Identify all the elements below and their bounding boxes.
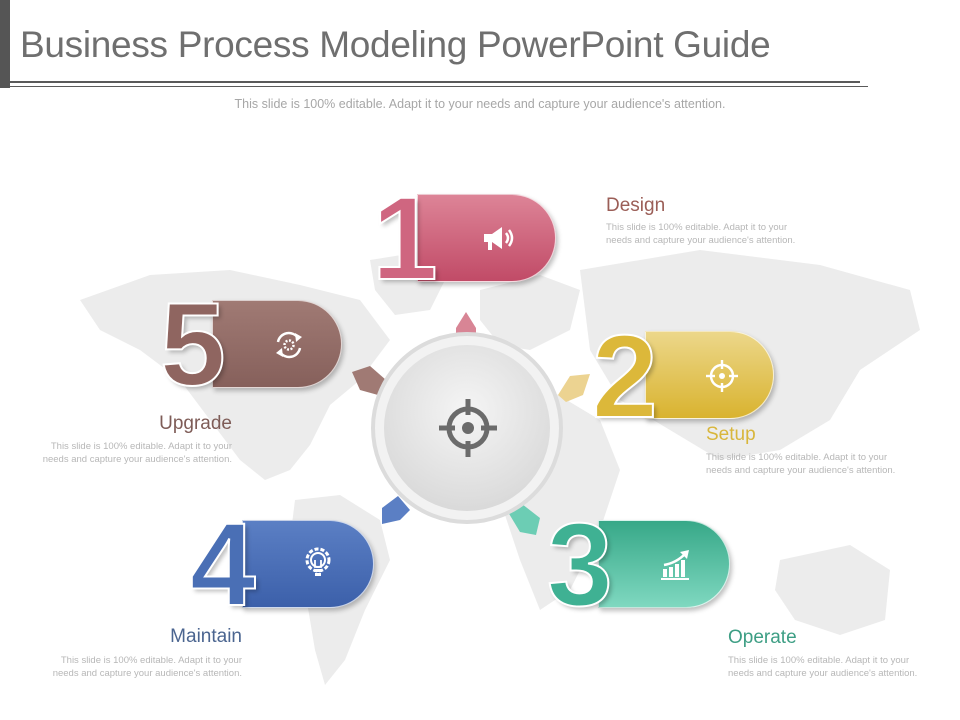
step-1-title: Design xyxy=(606,195,666,216)
page-subtitle: This slide is 100% editable. Adapt it to… xyxy=(234,97,726,111)
step-4-number: 4 xyxy=(189,499,257,631)
step-5-description: This slide is 100% editable. Adapt it to… xyxy=(42,441,232,465)
megaphone-icon xyxy=(484,227,514,250)
step-5-pill xyxy=(212,300,342,388)
step-2-number: 2 xyxy=(591,311,659,443)
title-divider-thin xyxy=(10,86,868,87)
step-4-description: This slide is 100% editable. Adapt it to… xyxy=(52,655,242,679)
refresh-gear-icon xyxy=(276,331,302,359)
step-5-number: 5 xyxy=(159,279,227,411)
step-1-number: 1 xyxy=(371,173,439,305)
crosshair-icon xyxy=(706,360,738,392)
step-4-title: Maintain xyxy=(170,626,242,647)
title-divider xyxy=(10,81,860,83)
title-accent-bar xyxy=(0,0,10,88)
step-3-title: Operate xyxy=(728,627,797,648)
step-2-description: This slide is 100% editable. Adapt it to… xyxy=(706,452,896,476)
step-3-description: This slide is 100% editable. Adapt it to… xyxy=(728,655,918,679)
crosshair-icon xyxy=(439,399,497,457)
page-title: Business Process Modeling PowerPoint Gui… xyxy=(20,24,771,65)
step-2-title: Setup xyxy=(706,424,756,445)
lightbulb-gear-icon xyxy=(305,547,331,576)
step-3-number: 3 xyxy=(546,499,614,631)
step-5-title: Upgrade xyxy=(159,413,232,434)
growth-chart-icon xyxy=(661,550,689,580)
step-1-description: This slide is 100% editable. Adapt it to… xyxy=(606,222,796,246)
